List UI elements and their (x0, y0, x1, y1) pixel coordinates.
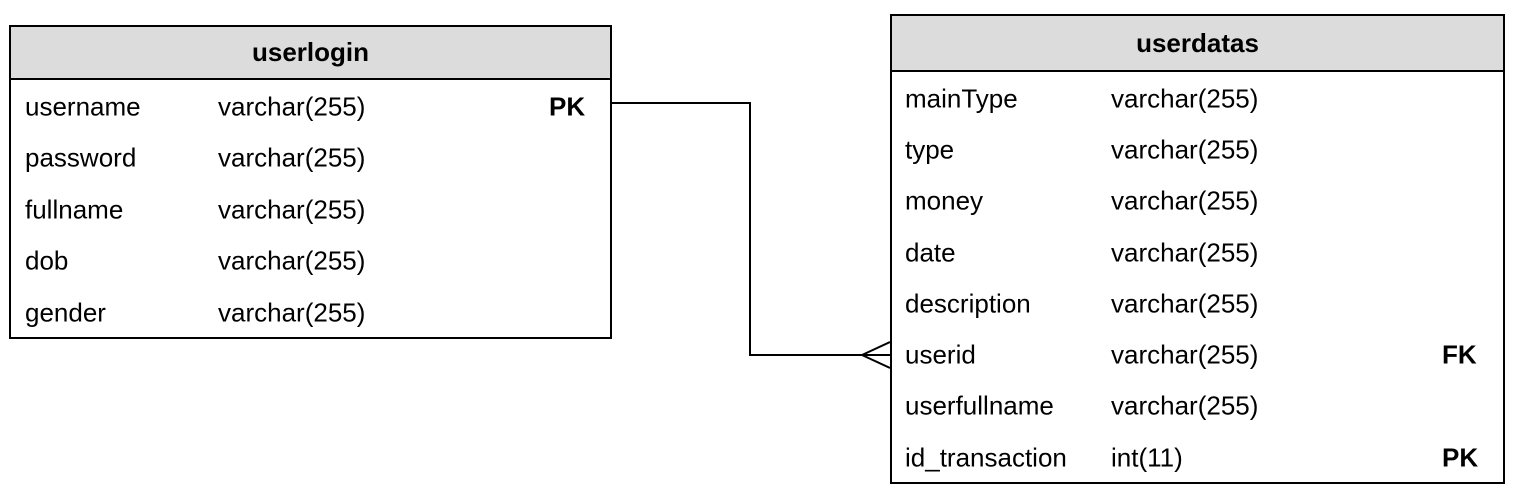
field-row: username varchar(255) PK (11, 81, 610, 133)
field-name: password (25, 142, 137, 173)
field-name: gender (25, 297, 106, 328)
field-key: FK (1442, 339, 1477, 370)
crows-foot-many-icon (861, 341, 891, 369)
field-name: type (905, 134, 955, 165)
field-type: varchar(255) (218, 91, 366, 122)
field-name: dob (25, 245, 69, 276)
field-list: username varchar(255) PK password varcha… (11, 80, 610, 339)
entity-userdatas: userdatas mainType varchar(255) type var… (890, 14, 1505, 484)
field-name: date (905, 237, 956, 268)
field-type: varchar(255) (1111, 185, 1259, 216)
field-type: varchar(255) (218, 142, 366, 173)
field-key: PK (549, 91, 586, 122)
field-row: gender varchar(255) (11, 287, 610, 339)
field-name: username (25, 91, 141, 122)
field-name: description (905, 288, 1031, 319)
field-name: userfullname (905, 390, 1054, 421)
field-row: fullname varchar(255) (11, 184, 610, 236)
field-type: varchar(255) (1111, 288, 1259, 319)
field-row: description varchar(255) (892, 278, 1503, 329)
field-row: userfullname varchar(255) (892, 381, 1503, 432)
field-type: varchar(255) (218, 194, 366, 225)
field-type: varchar(255) (1111, 134, 1259, 165)
entity-title: userdatas (892, 16, 1503, 72)
field-row: mainType varchar(255) (892, 73, 1503, 124)
field-row: dob varchar(255) (11, 236, 610, 288)
field-type: varchar(255) (218, 297, 366, 328)
field-list: mainType varchar(255) type varchar(255) … (892, 72, 1503, 483)
field-type: varchar(255) (1111, 237, 1259, 268)
field-type: varchar(255) (1111, 390, 1259, 421)
field-type: varchar(255) (1111, 339, 1259, 370)
field-name: fullname (25, 194, 124, 225)
field-name: money (905, 185, 984, 216)
field-row: id_transaction int(11) PK (892, 432, 1503, 483)
entity-userlogin: userlogin username varchar(255) PK passw… (9, 25, 612, 339)
field-name: id_transaction (905, 442, 1067, 473)
field-row: password varchar(255) (11, 133, 610, 185)
field-row: date varchar(255) (892, 227, 1503, 278)
field-row: money varchar(255) (892, 176, 1503, 227)
field-row: userid varchar(255) FK (892, 329, 1503, 380)
field-type: varchar(255) (1111, 83, 1259, 114)
field-name: mainType (905, 83, 1018, 114)
field-type: int(11) (1111, 442, 1183, 473)
field-row: type varchar(255) (892, 124, 1503, 175)
field-type: varchar(255) (218, 245, 366, 276)
entity-title: userlogin (11, 27, 610, 80)
relationship-line (612, 102, 890, 356)
field-key: PK (1442, 442, 1479, 473)
field-name: userid (905, 339, 976, 370)
